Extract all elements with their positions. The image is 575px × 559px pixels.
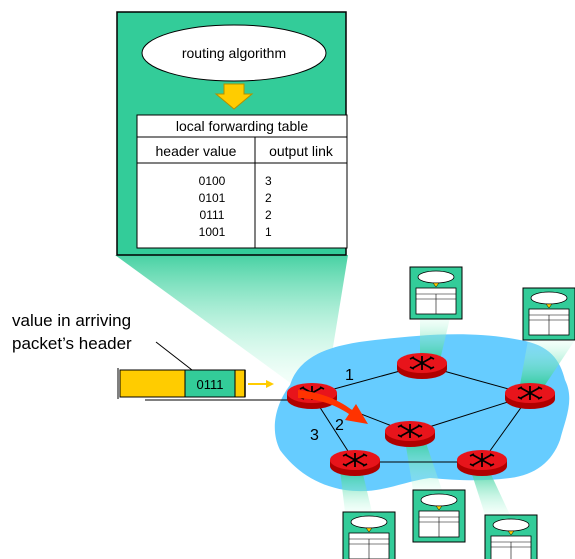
beam-right: [520, 340, 575, 385]
link-label-3: 3: [310, 427, 319, 444]
packet-header-value: 0111: [197, 377, 224, 392]
table-row-link: 3: [265, 174, 272, 188]
beam-bottom-left: [340, 470, 372, 512]
header-value-column: header value: [156, 143, 237, 159]
table-title: local forwarding table: [176, 118, 309, 134]
router-bottom-right: [456, 449, 508, 477]
table-row-link: 2: [265, 208, 272, 222]
router-bottom-left: [329, 449, 381, 477]
router-top: [396, 352, 448, 380]
table-row-link: 1: [265, 225, 272, 239]
beam-bottom-mid: [405, 440, 442, 490]
annotation-line-1: value in arriving: [12, 311, 131, 330]
router-center: [384, 420, 436, 448]
link-label-1: 1: [345, 367, 354, 384]
beam-bottom-right: [470, 468, 510, 515]
table-row-header: 0111: [200, 208, 225, 222]
table-row-link: 2: [265, 191, 272, 205]
beam-top: [420, 318, 450, 360]
annotation-line-2: packet’s header: [12, 334, 132, 353]
routing-algorithm-label: routing algorithm: [182, 45, 286, 61]
table-row-header: 1001: [199, 225, 226, 239]
router-right: [504, 382, 556, 410]
down-arrow-icon: [214, 83, 254, 110]
annotation-pointer: [155, 341, 193, 371]
output-link-column: output link: [269, 143, 334, 159]
routing-algorithm-ellipse: [141, 24, 327, 82]
mini-table-bottom-right: [484, 514, 538, 559]
forwarding-table: [136, 114, 348, 249]
packet-arrow-icon: [248, 380, 274, 388]
main-beam: [115, 255, 348, 390]
mini-table-bottom-left: [342, 511, 396, 559]
mini-table-right: [522, 287, 575, 341]
table-row-header: 0101: [199, 191, 226, 205]
forwarding-arrow-icon: [298, 390, 368, 424]
mini-table-bottom-mid: [412, 489, 466, 543]
link-label-2: 2: [335, 417, 344, 434]
mini-table-top: [409, 266, 463, 320]
arriving-packet: [117, 368, 246, 399]
table-rows: 0100 3 0101 2 0111 2 1001 1: [199, 174, 272, 239]
table-row-header: 0100: [199, 174, 226, 188]
